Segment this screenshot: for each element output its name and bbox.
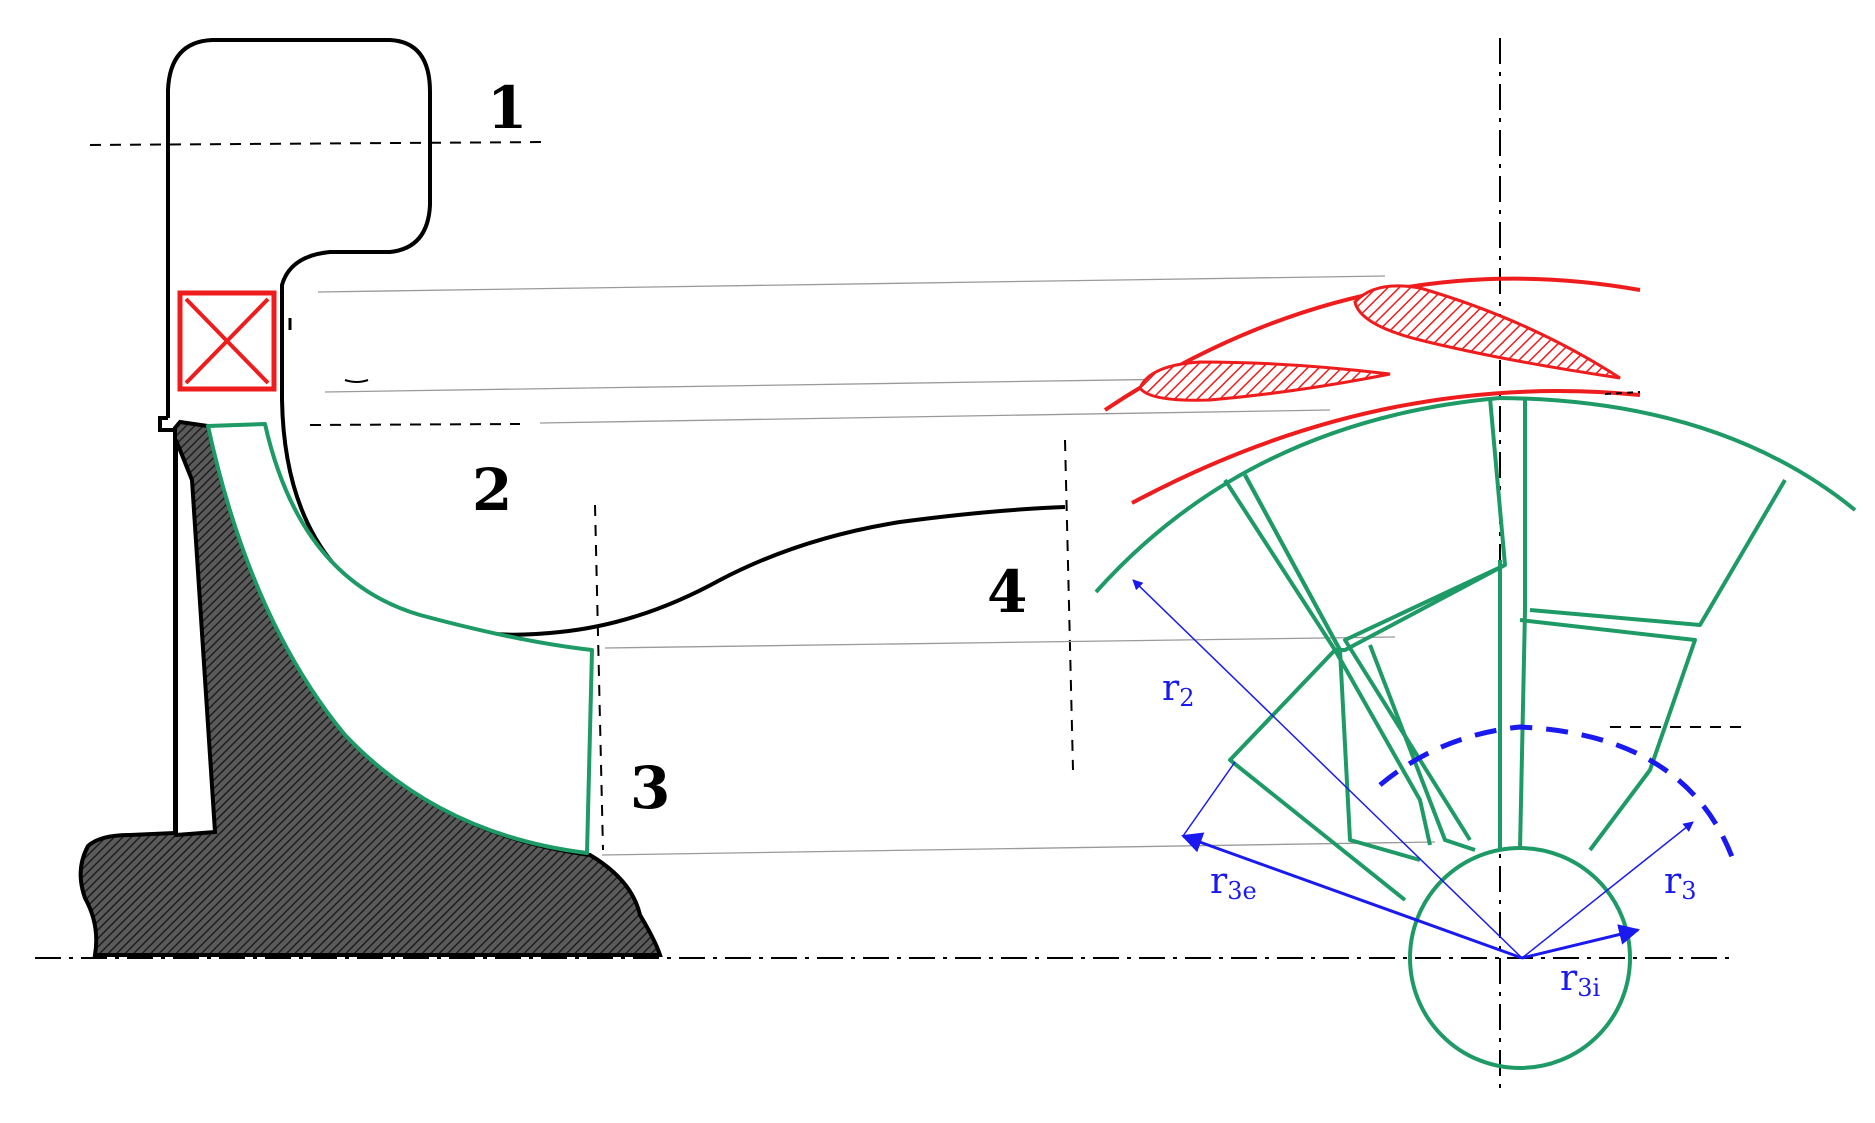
nozzle-vane-upper <box>1353 284 1621 380</box>
casing-mark <box>344 379 369 383</box>
radius-vectors <box>1132 579 1694 960</box>
r2-vector <box>1132 579 1523 959</box>
station-3-line <box>594 504 604 851</box>
rotor-blades <box>1223 397 1787 902</box>
station-2-line <box>309 423 521 426</box>
nozzle-vane-ring <box>1103 276 1641 505</box>
nozzle-inner-arc <box>1131 389 1641 505</box>
station-label-1: 1 <box>487 74 527 142</box>
label-r2: r2 <box>1162 668 1195 712</box>
r3e-extension <box>1182 761 1236 837</box>
station-4-line <box>1064 439 1074 771</box>
label-r3i: r3i <box>1560 958 1600 1002</box>
rotor-front-view <box>1094 396 1857 1070</box>
casing-step <box>158 416 176 432</box>
label-r3: r3 <box>1664 861 1697 905</box>
station-label-4: 4 <box>987 558 1027 626</box>
nozzle-vane-lower <box>1138 360 1391 402</box>
r3i-vector <box>1521 924 1641 960</box>
station-label-2: 2 <box>472 456 512 524</box>
station-1-line <box>89 141 551 146</box>
rotor-outer-arc <box>1094 396 1857 594</box>
seal-box <box>177 290 277 392</box>
station-label-3: 3 <box>630 754 670 822</box>
hub-shaft-slot <box>174 439 218 838</box>
label-r3e: r3e <box>1210 861 1257 905</box>
r3e-vector <box>1181 832 1523 960</box>
r3-vector <box>1521 821 1694 959</box>
impeller-meridional-outline <box>206 422 594 855</box>
r3-dashed-arc <box>1378 724 1738 866</box>
